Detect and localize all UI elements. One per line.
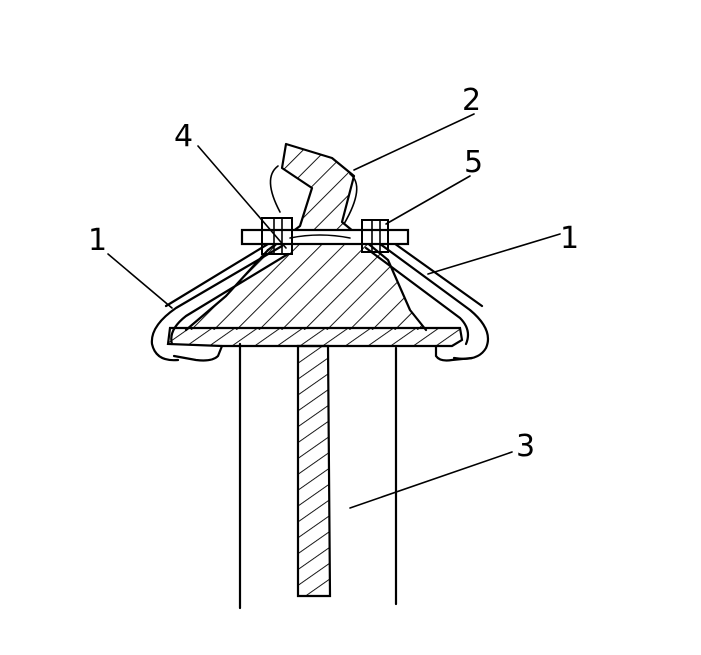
clamp-right bbox=[364, 234, 490, 360]
label-part-1-left: 1 bbox=[88, 223, 107, 258]
label-part-5: 5 bbox=[464, 145, 483, 180]
leader-lines bbox=[107, 113, 561, 509]
base-plate bbox=[166, 326, 474, 362]
threaded-rod bbox=[296, 344, 332, 598]
support-post bbox=[238, 342, 398, 610]
label-part-3: 3 bbox=[516, 429, 535, 464]
bolt-assembly bbox=[240, 217, 410, 255]
label-part-4: 4 bbox=[174, 119, 193, 154]
label-part-1-right: 1 bbox=[560, 221, 579, 256]
clamp-left bbox=[150, 242, 290, 362]
label-part-2: 2 bbox=[462, 83, 481, 118]
